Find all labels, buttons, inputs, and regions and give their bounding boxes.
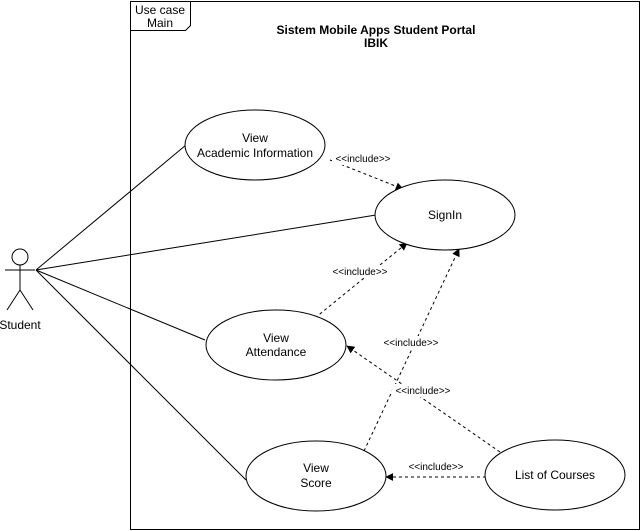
association-score xyxy=(35,269,247,481)
association-attendance xyxy=(35,269,206,341)
actor-label: Student xyxy=(0,318,41,332)
use-case-view-score[interactable]: View Score xyxy=(245,440,387,512)
use-case-list-of-courses[interactable]: List of Courses xyxy=(484,439,626,511)
use-case-label-line-1: SignIn xyxy=(428,208,462,222)
diagram-title-line-1: Sistem Mobile Apps Student Portal xyxy=(277,23,476,37)
associations xyxy=(35,144,377,481)
use-case-label-line-2: Score xyxy=(300,476,332,490)
association-academic xyxy=(35,144,187,271)
include-label-attendance-signin: <<include>> xyxy=(332,267,387,278)
association-signin xyxy=(35,214,377,271)
frame-tag-line-1: Use case xyxy=(135,3,185,17)
use-case-label-line-1: List of Courses xyxy=(515,468,595,482)
include-score-signin xyxy=(363,248,460,452)
include-label-score-signin: <<include>> xyxy=(383,338,438,349)
use-case-label-line-1: View xyxy=(263,331,289,345)
use-case-label-line-1: View xyxy=(303,461,329,475)
system-frame: Use case Main Sistem Mobile Apps Student… xyxy=(130,1,640,530)
diagram-title-line-2: IBIK xyxy=(364,36,388,50)
use-case-label-line-2: Attendance xyxy=(246,345,307,359)
student-actor[interactable]: Student xyxy=(0,248,41,332)
use-case-signin[interactable]: SignIn xyxy=(374,179,516,251)
use-case-label-line-2: Academic Information xyxy=(197,146,313,160)
actor-head xyxy=(11,248,29,266)
include-attendance-signin xyxy=(314,242,408,319)
include-label-academic-signin: <<include>> xyxy=(335,154,390,165)
actor-left-leg xyxy=(6,289,21,311)
include-label-courses-attendance: <<include>> xyxy=(395,386,450,397)
include-label-courses-score: <<include>> xyxy=(408,462,463,473)
include-labels: <<include>> <<include>> <<include>> <<in… xyxy=(329,152,467,473)
use-case-view-academic-information[interactable]: View Academic Information xyxy=(184,109,326,181)
use-case-view-attendance[interactable]: View Attendance xyxy=(205,309,347,381)
include-courses-attendance xyxy=(346,345,501,453)
use-case-label-line-1: View xyxy=(242,131,268,145)
frame-tag-line-2: Main xyxy=(147,16,173,30)
actor-right-leg xyxy=(19,289,34,311)
